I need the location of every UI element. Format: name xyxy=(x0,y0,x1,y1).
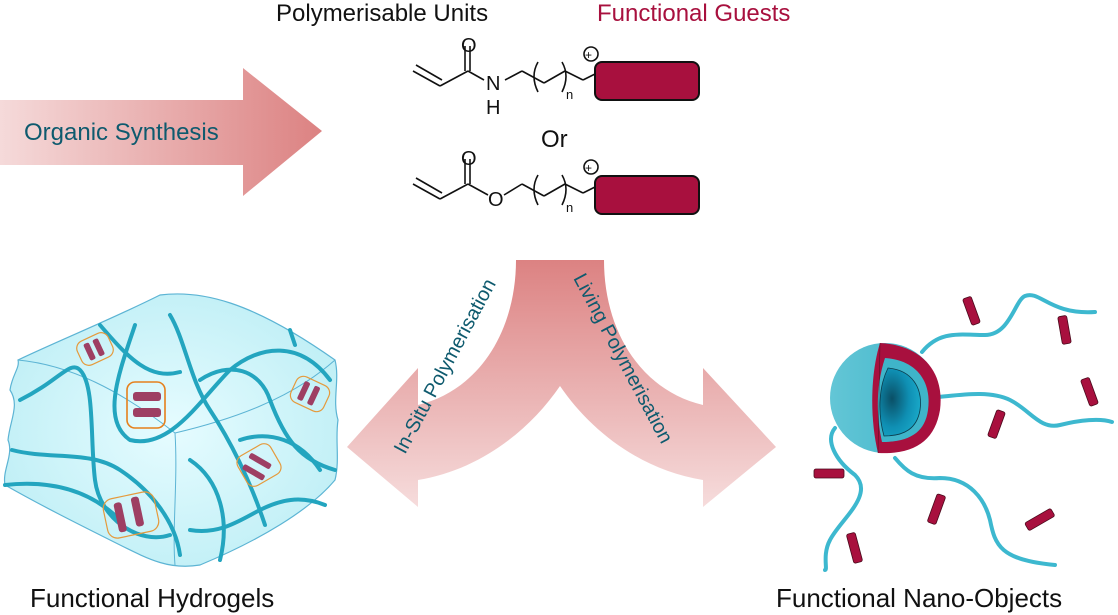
tethered-guest xyxy=(846,532,863,564)
hydrogel-illustration xyxy=(3,293,339,567)
host-guest-complex xyxy=(76,332,114,366)
repeat-subscript: n xyxy=(566,200,573,215)
carbonyl-oxygen-label: O xyxy=(461,35,477,57)
nano-objects-caption: Functional Nano-Objects xyxy=(776,583,1063,613)
positive-charge-icon: + xyxy=(585,161,592,175)
organic-synthesis-arrow: Organic Synthesis xyxy=(0,68,322,196)
host-guest-complex xyxy=(289,375,331,413)
functional-guest-block xyxy=(594,61,700,101)
tethered-guest xyxy=(1080,377,1099,407)
tethered-guest xyxy=(1057,315,1072,345)
polymerisable-units-heading: Polymerisable Units xyxy=(276,0,489,27)
or-label: Or xyxy=(541,126,568,153)
positive-charge-icon: + xyxy=(585,48,592,62)
repeat-subscript: n xyxy=(566,87,573,102)
hydrogels-caption: Functional Hydrogels xyxy=(30,583,275,613)
amide-hydrogen-label: H xyxy=(486,97,500,119)
split-arrow: In-Situ Polymerisation Living Polymerisa… xyxy=(347,260,776,507)
organic-synthesis-label: Organic Synthesis xyxy=(24,119,219,146)
tethered-guest xyxy=(987,409,1006,439)
functional-guests-heading: Functional Guests xyxy=(597,0,791,27)
tethered-guest xyxy=(1024,508,1055,531)
tethered-guest xyxy=(962,296,981,326)
host-guest-complex xyxy=(126,381,166,429)
host-guest-complex xyxy=(236,443,282,487)
tethered-guest xyxy=(927,493,946,525)
acrylamide-structure xyxy=(412,46,700,101)
acrylate-structure xyxy=(412,159,700,215)
amide-nitrogen-label: N xyxy=(486,73,500,95)
host-guest-complex xyxy=(102,491,160,539)
tethered-guest xyxy=(813,468,845,479)
carbonyl-oxygen-label: O xyxy=(461,148,477,170)
nano-object-illustration xyxy=(813,293,1114,572)
ester-oxygen-label: O xyxy=(488,189,504,211)
functional-guest-block xyxy=(594,175,700,215)
